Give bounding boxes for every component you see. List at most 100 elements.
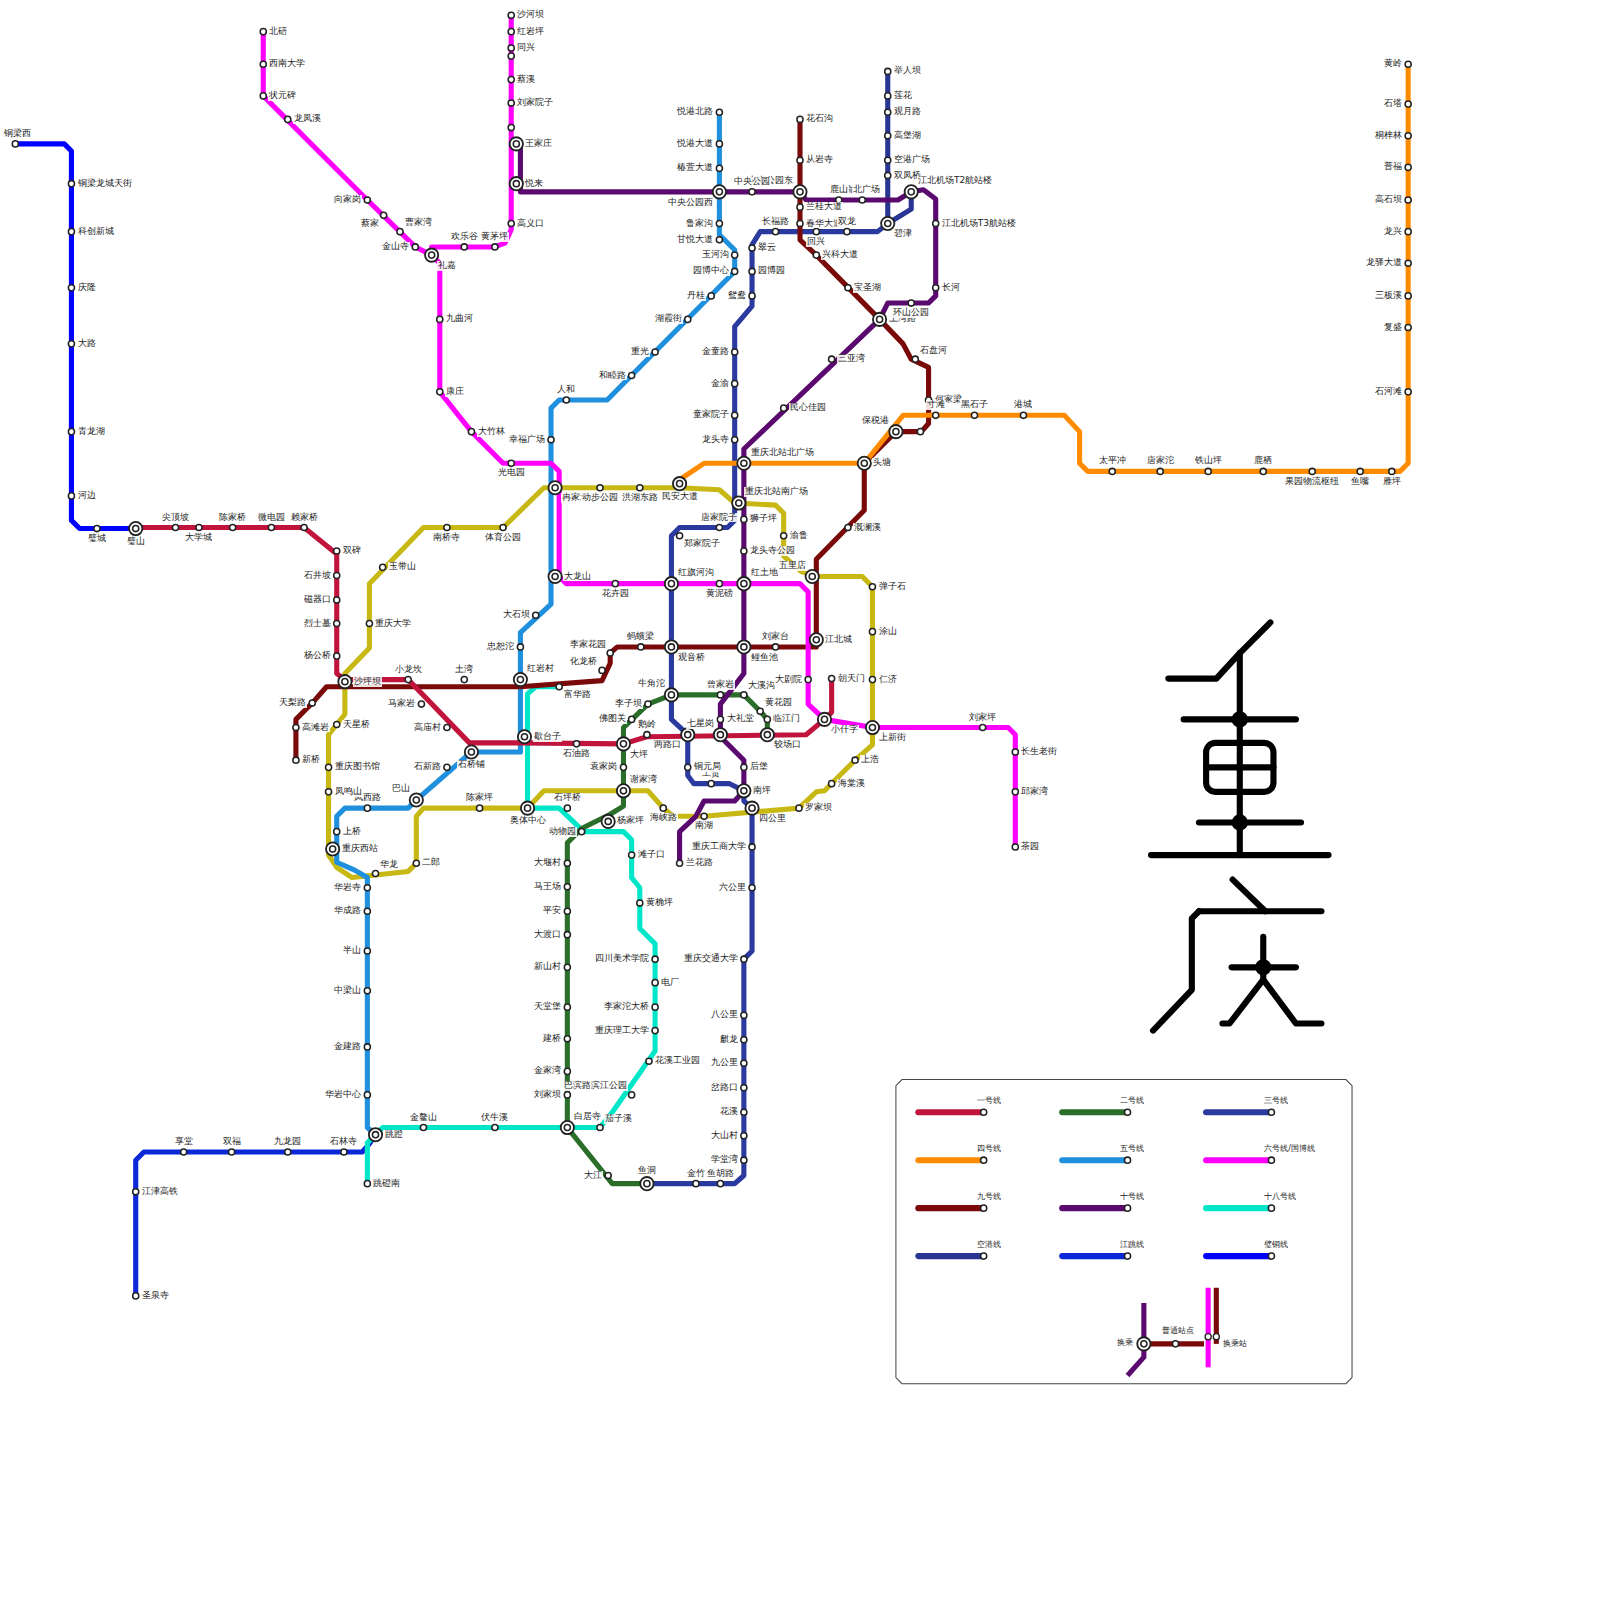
station-ring — [564, 1068, 570, 1074]
station-ring — [885, 109, 891, 115]
station-ring — [933, 285, 939, 291]
station-label: 金家湾 — [533, 1066, 562, 1076]
station-label: 园博中心 — [692, 266, 730, 276]
station-ring — [413, 860, 419, 866]
station-label: 忠恕沱 — [486, 642, 515, 652]
station-ring — [461, 677, 467, 683]
station-core — [716, 189, 722, 195]
metro-line — [432, 15, 512, 255]
station-ring — [749, 293, 755, 299]
station-dot — [660, 805, 666, 811]
station-dot — [229, 1149, 235, 1155]
legend-dot — [1268, 1253, 1274, 1259]
station-ring — [533, 612, 539, 618]
station-label: 大竹林 — [477, 427, 506, 437]
transfer-station — [732, 496, 745, 509]
station-dot — [716, 524, 722, 530]
station-dot — [652, 1028, 658, 1034]
station-label: 大江 — [583, 1171, 603, 1181]
station-label: 铜梁西 — [3, 129, 32, 139]
station-dot — [741, 1109, 747, 1115]
station-label: 鲤鱼池 — [750, 653, 779, 663]
station-label: 红土地 — [750, 568, 779, 578]
station-ring — [652, 956, 658, 962]
legend-sample — [1206, 1157, 1274, 1163]
legend-text: 九号线 — [976, 1193, 1002, 1202]
station-dot — [716, 109, 722, 115]
station-ring — [716, 237, 722, 243]
station-dot — [508, 29, 514, 35]
station-ring — [380, 564, 386, 570]
station-label: 麒龙 — [719, 1035, 739, 1045]
legend-text: 十八号线 — [1263, 1193, 1297, 1202]
station-core — [677, 481, 683, 487]
station-label: 弹子石 — [878, 582, 907, 592]
station-dot — [629, 372, 635, 378]
station-label: 八公里 — [710, 1010, 739, 1020]
legend-dot — [981, 1109, 987, 1115]
station-label: 重庆大学 — [374, 619, 412, 629]
station-ring — [797, 116, 803, 122]
station-ring — [334, 829, 340, 835]
station-ring — [1012, 789, 1018, 795]
station-dot — [1405, 229, 1411, 235]
station-dot — [364, 1181, 370, 1187]
station-dot — [732, 268, 738, 274]
station-label: 高滩岩 — [301, 723, 330, 733]
station-dot — [260, 93, 266, 99]
station-label: 南湖 — [694, 821, 714, 831]
station-dot — [597, 485, 603, 491]
station-label: 华岩中心 — [324, 1090, 362, 1100]
station-dot — [1405, 61, 1411, 67]
station-label: 雁坪 — [1382, 477, 1402, 487]
station-ring — [716, 109, 722, 115]
station-label: 南坪 — [752, 786, 772, 796]
station-label: 李子坝 — [614, 699, 643, 709]
transfer-station — [326, 842, 339, 855]
station-dot — [579, 829, 585, 835]
station-ring — [372, 870, 378, 876]
station-dot — [366, 620, 372, 626]
legend-text: 璧铜线 — [1263, 1241, 1289, 1250]
station-label: 湖霞街 — [654, 314, 683, 324]
station-dot — [629, 1092, 635, 1098]
station-label: 保税港 — [861, 416, 890, 426]
station-dot — [813, 229, 819, 235]
station-label: 李家花园 — [569, 640, 607, 650]
station-dot — [533, 612, 539, 618]
station-ring — [859, 197, 865, 203]
station-ring — [737, 784, 750, 797]
station-ring — [818, 713, 831, 726]
station-dot — [741, 1133, 747, 1139]
station-label: 黄茅坪 — [480, 232, 509, 242]
station-ring — [644, 732, 650, 738]
station-dot — [629, 716, 635, 722]
station-label: 尖顶坡 — [161, 513, 190, 523]
station-core — [620, 741, 626, 747]
station-dot — [646, 1058, 652, 1064]
station-ring — [597, 485, 603, 491]
station-label: 红旗河沟 — [677, 568, 715, 578]
station-ring — [510, 137, 523, 150]
station-core — [521, 734, 527, 740]
station-label: 唐家沱 — [1146, 456, 1175, 466]
station-dot — [732, 349, 738, 355]
station-label: 圣泉寺 — [141, 1291, 170, 1301]
station-dot — [749, 189, 755, 195]
station-label: 环山公园 — [892, 308, 930, 318]
station-label: 礼嘉 — [437, 261, 457, 271]
station-ring — [364, 1044, 370, 1050]
station-label: 刘家坪 — [968, 713, 997, 723]
station-ring — [564, 964, 570, 970]
station-label: 悦港大道 — [676, 139, 714, 149]
station-dot — [285, 116, 291, 122]
station-dot — [1405, 197, 1411, 203]
station-core — [685, 732, 691, 738]
station-dot — [859, 197, 865, 203]
station-dot — [716, 220, 722, 226]
station-ring — [230, 524, 236, 530]
station-ring — [732, 496, 745, 509]
station-label: 岔路口 — [710, 1083, 739, 1093]
station-dot — [444, 724, 450, 730]
legend-dot — [1124, 1157, 1130, 1163]
